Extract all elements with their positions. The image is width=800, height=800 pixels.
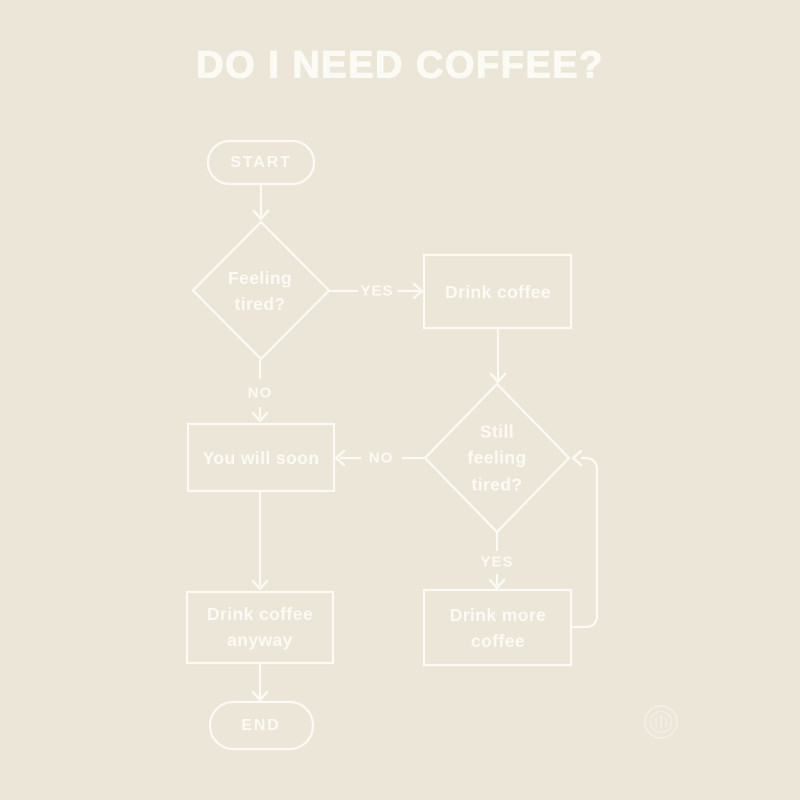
still-feeling-tired-diamond-shape	[423, 382, 571, 534]
arrow-left-icon	[334, 449, 346, 467]
drink-more-coffee-node-label: Drink more coffee	[449, 604, 547, 651]
edge-drink-more-coffee-loop-line	[572, 456, 599, 629]
arrow-down-icon	[251, 690, 269, 702]
circular-badge-logo-icon	[644, 705, 678, 739]
edge-label-no-1: NO	[245, 384, 275, 402]
arrow-right-icon	[412, 282, 424, 300]
end-terminator-shape	[208, 700, 315, 751]
drink-coffee-node-label: Drink coffee	[445, 281, 551, 302]
arrow-left-icon	[571, 449, 583, 467]
start-node-label: START	[230, 154, 292, 171]
you-will-soon-node-label: You will soon	[202, 447, 320, 468]
arrow-down-icon	[252, 209, 270, 221]
drink-coffee-anyway-node-label: Drink coffee anyway	[207, 603, 313, 650]
feeling-tired-diamond-shape	[191, 220, 331, 361]
arrow-down-icon	[251, 579, 269, 591]
end-node-label: END	[241, 717, 281, 734]
drink-more-coffee-process-shape	[422, 588, 573, 667]
page-title: DO I NEED COFFEE?	[196, 44, 604, 87]
edge-label-no-2: NO	[366, 449, 396, 467]
drink-coffee-anyway-process-shape	[185, 590, 335, 665]
arrow-down-icon	[488, 578, 506, 590]
edge-label-yes-2: YES	[478, 553, 516, 571]
edge-label-yes-1: YES	[358, 282, 396, 300]
drink-coffee-process-shape	[422, 253, 573, 330]
feeling-tired-node-label: Feeling tired?	[227, 267, 293, 314]
arrow-down-icon	[489, 372, 507, 384]
arrow-down-icon	[251, 411, 269, 423]
still-feeling-tired-node-label: Still feeling tired?	[467, 421, 527, 495]
